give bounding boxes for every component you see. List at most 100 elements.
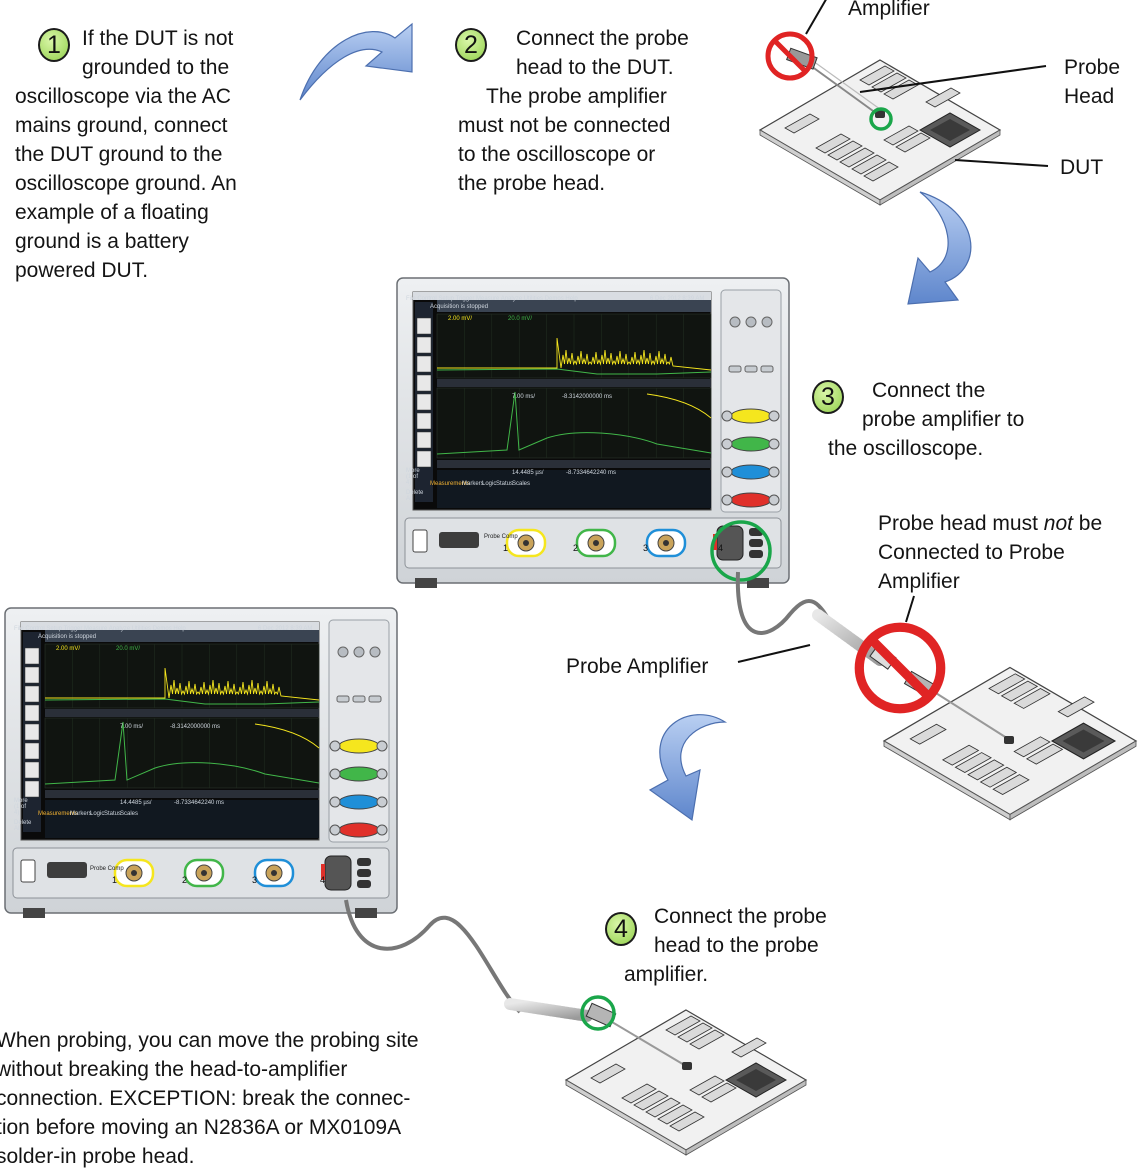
lower-scope-menubar (21, 622, 319, 630)
warning-line: Amplifier (878, 570, 960, 593)
upper-channel-knob (768, 410, 780, 422)
lower-scope-tool-icon (24, 780, 40, 798)
lower-scope-refbar (45, 790, 319, 798)
step-1-line: mains ground, connect (15, 114, 228, 137)
dut-leader (954, 159, 1049, 167)
upper-usb-slot (439, 532, 479, 548)
upper-trace-ch1 (437, 337, 712, 371)
upper-channel-knob (721, 494, 733, 506)
lower-channel-knob (329, 824, 341, 836)
upper-bnc-center (523, 540, 529, 546)
upper-knob (761, 316, 773, 328)
scope-menu-bar: File Control Setup Trigger Measure Analy… (14, 626, 186, 632)
upper-scope-tool-icon (416, 317, 432, 335)
step-4-line: Connect the probe (654, 905, 827, 928)
lower-scope-foot-right (355, 908, 377, 918)
arrow-step2-to-step3 (907, 191, 972, 305)
scope-delay: -8.3142000000 ms (170, 724, 221, 730)
lower-button (368, 695, 382, 703)
tab-measurements[interactable]: Measurements (430, 481, 470, 487)
tab-scales[interactable]: Scales (512, 481, 531, 487)
tab-scales[interactable]: Scales (120, 811, 139, 817)
dut-board-top (759, 59, 1001, 206)
delete-all-button[interactable]: Delete All (14, 820, 32, 832)
lower-bnc-center (271, 870, 277, 876)
lower-trace-ch1 (45, 667, 320, 701)
scope-ch1-scale: 2.00 mV/ (448, 316, 473, 322)
prohibit-symbol (859, 627, 940, 708)
lower-side-button (357, 869, 371, 877)
lower-side-button (357, 858, 371, 866)
more-button[interactable]: More (1 of 4) (14, 798, 28, 816)
probe-amplifier-label: Probe Amplifier (566, 655, 709, 678)
upper-button (760, 365, 774, 373)
scope-ref-delay: -8.7334642240 ms (566, 470, 617, 476)
scope-status: Acquisition is stopped (430, 304, 489, 310)
lower-scope-timebar (45, 709, 319, 717)
step-4-line: amplifier. (624, 963, 709, 986)
upper-channel-knob (721, 466, 733, 478)
lower-knob (353, 646, 365, 658)
step-2-badge: 2 (455, 28, 487, 62)
lower-scope-tool-icon (24, 742, 40, 760)
upper-side-button (749, 550, 763, 558)
dut-board-bottom (565, 1009, 807, 1156)
upper-scope-statusbar (437, 300, 711, 312)
upper-side-button (749, 539, 763, 547)
amplifier-leader-top (805, 0, 827, 35)
upper-scope-tool-icon (416, 450, 432, 468)
note-line: tion before moving an N2836A or MX0109A (0, 1116, 402, 1139)
front-channel-1: 1 (112, 875, 118, 885)
scope-ch1-scale: 2.00 mV/ (56, 646, 81, 652)
probe-head-label: Probe (1064, 56, 1121, 79)
probe-cable-upper (735, 571, 837, 635)
warning-text: Probe head must (878, 512, 1044, 535)
step-2-line: The probe amplifier (486, 85, 667, 108)
probe-tip-top (875, 110, 885, 118)
delete-all-button[interactable]: Delete All (406, 490, 424, 502)
step-2-line: the probe head. (458, 172, 606, 195)
probe-tip-bottom (682, 1062, 692, 1070)
upper-bnc-center (663, 540, 669, 546)
tab-status[interactable]: Status (104, 811, 122, 817)
warning-line: Connected to Probe (878, 541, 1065, 564)
warning-emphasis: not (1043, 512, 1073, 535)
note-line: without breaking the head-to-amplifier (0, 1058, 348, 1081)
lower-channel-key-3 (338, 794, 380, 810)
step-1-line: grounded to the (82, 56, 230, 79)
upper-scope-results (437, 470, 711, 508)
lower-ch4-marker (321, 864, 325, 880)
tab-measurements[interactable]: Measurements (38, 811, 78, 817)
more-button[interactable]: More (1 of 4) (406, 468, 420, 486)
lower-scope-tool-icon (24, 685, 40, 703)
tab-markers[interactable]: Markers (70, 811, 92, 817)
upper-scope-timebar (437, 379, 711, 387)
tab-markers[interactable]: Markers (462, 481, 484, 487)
lower-scope-tool-icon (24, 704, 40, 722)
upper-trace-zoom-ch1 (646, 393, 712, 419)
tab-logic[interactable]: Logic (90, 811, 105, 817)
step-1-line: example of a floating (15, 201, 209, 224)
amplifier-label-top: Amplifier (848, 0, 930, 20)
tab-status[interactable]: Status (496, 481, 514, 487)
warning-leader (905, 595, 915, 623)
scope-ref-time: 14.4485 µs/ (512, 470, 544, 476)
lower-scope-tool-icon (24, 761, 40, 779)
lower-channel-knob (376, 796, 388, 808)
upper-trace-ch2 (436, 368, 712, 375)
lower-scope-tool-icon (24, 723, 40, 741)
lower-bnc-center (131, 870, 137, 876)
step-1-line: oscilloscope ground. An (15, 172, 237, 195)
head-to-amplifier-highlight (580, 995, 616, 1031)
upper-bnc-center (593, 540, 599, 546)
upper-scope-foot-left (415, 578, 437, 588)
upper-scope-tool-icon (416, 412, 432, 430)
tab-logic[interactable]: Logic (482, 481, 497, 487)
step-4-badge: 4 (605, 912, 637, 946)
lower-channel-knob (376, 768, 388, 780)
step-2-line: head to the DUT. (516, 56, 674, 79)
upper-scope-refbar (437, 460, 711, 468)
upper-channel-knob (768, 494, 780, 506)
